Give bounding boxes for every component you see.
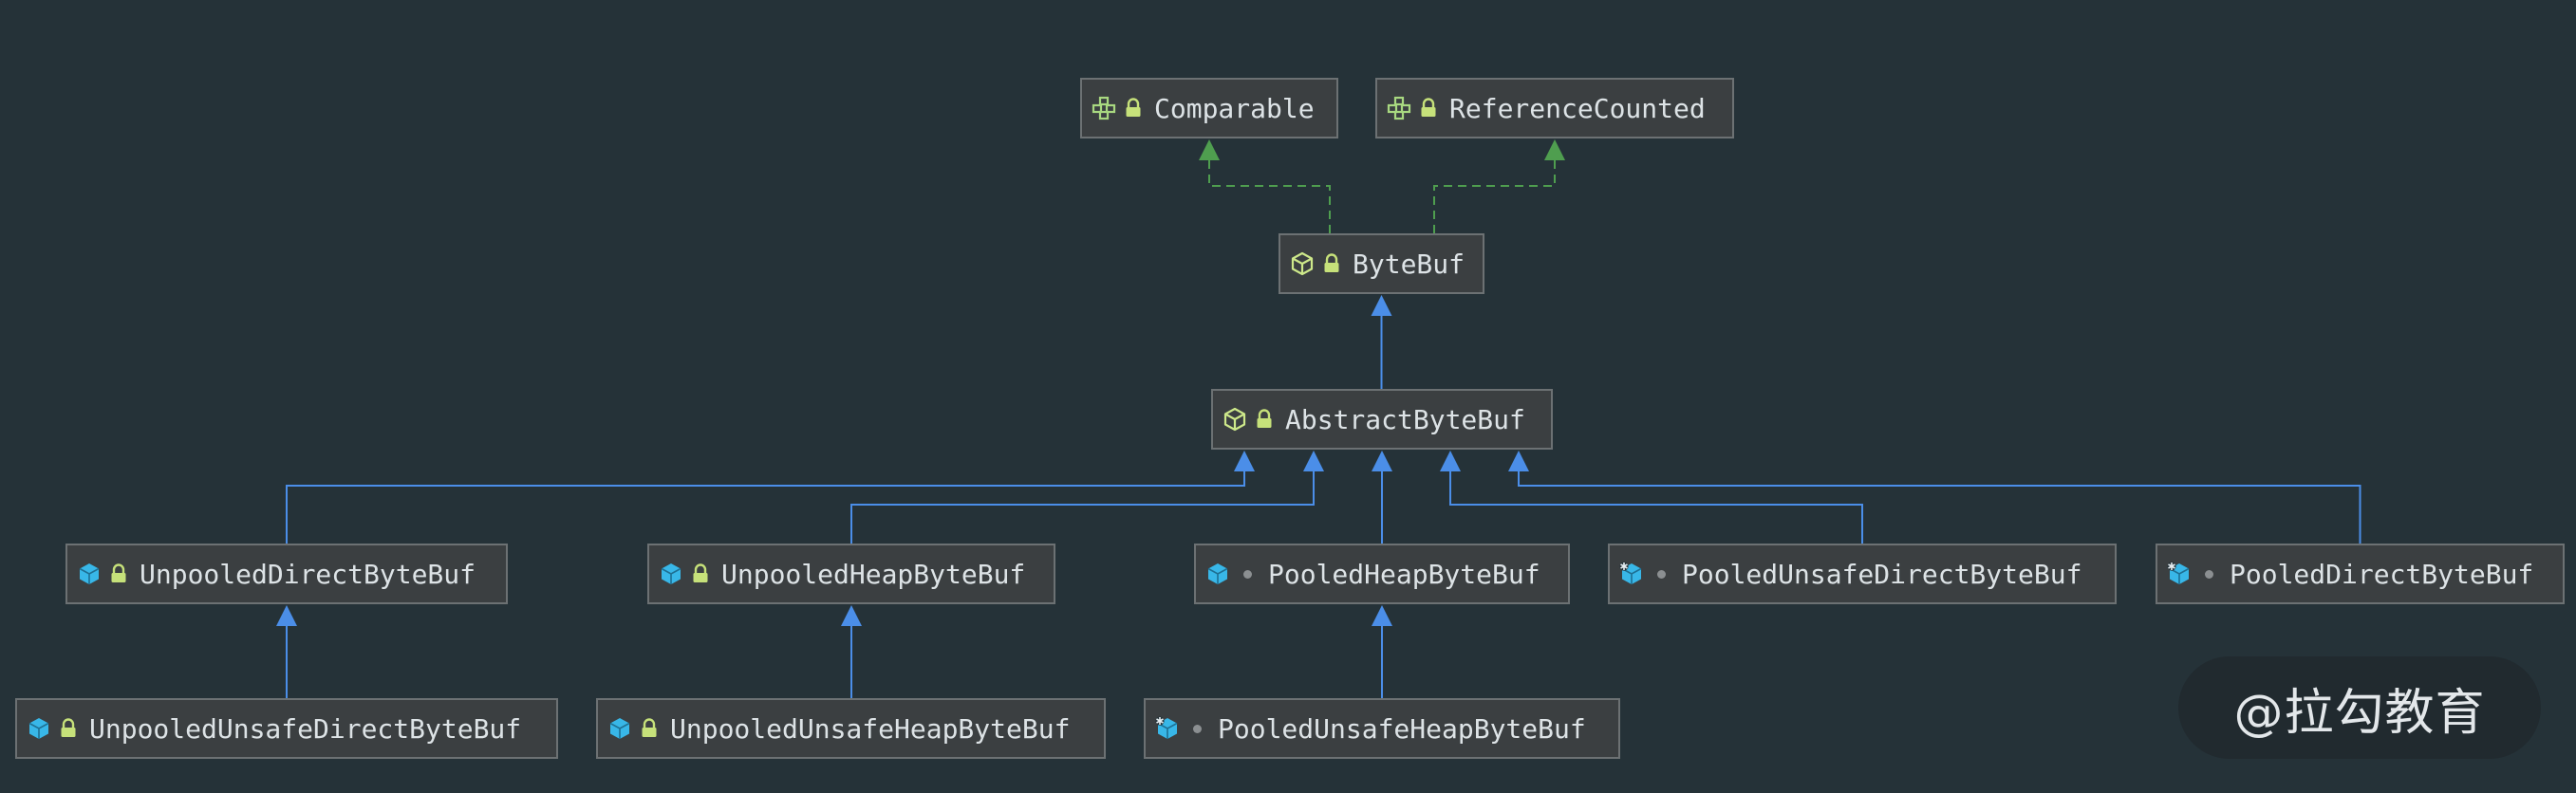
edge-bytebuf-to-referencecounted xyxy=(1433,139,1565,233)
node-pooledunsafedirectbytebuf[interactable]: PooledUnsafeDirectByteBuf xyxy=(1608,544,2117,604)
lock-icon xyxy=(642,718,657,737)
lock-icon xyxy=(1257,409,1272,428)
class-icon xyxy=(79,563,100,584)
node-label: PooledHeapByteBuf xyxy=(1268,558,1540,590)
lock-icon xyxy=(693,563,708,582)
node-label: UnpooledUnsafeDirectByteBuf xyxy=(89,712,522,745)
lock-icon xyxy=(1126,98,1141,117)
node-pooledunsafeheapbytebuf[interactable]: PooledUnsafeHeapByteBuf xyxy=(1144,698,1620,759)
lock-icon xyxy=(1421,98,1436,117)
node-pooleddirectbytebuf[interactable]: PooledDirectByteBuf xyxy=(2156,544,2565,604)
package-private-icon xyxy=(2199,563,2218,584)
interface-icon xyxy=(1092,96,1116,120)
node-pooledheapbytebuf[interactable]: PooledHeapByteBuf xyxy=(1194,544,1570,604)
edge-unpooleddirectbytebuf-to-abstractbytebuf xyxy=(286,451,1255,544)
final-class-icon xyxy=(2167,562,2190,584)
node-unpooledunsafeheapbytebuf[interactable]: UnpooledUnsafeHeapByteBuf xyxy=(596,698,1106,759)
class-icon xyxy=(661,563,681,584)
arrowhead xyxy=(841,605,862,626)
arrowhead xyxy=(1440,451,1461,471)
node-unpooleddirectbytebuf[interactable]: UnpooledDirectByteBuf xyxy=(65,544,508,604)
node-label: UnpooledDirectByteBuf xyxy=(140,558,476,590)
edge-unpooledunsafedirectbytebuf-to-unpooleddirectbytebuf xyxy=(276,605,297,698)
node-unpooledunsafedirectbytebuf[interactable]: UnpooledUnsafeDirectByteBuf xyxy=(15,698,558,759)
node-label: AbstractByteBuf xyxy=(1285,403,1525,435)
node-label: ReferenceCounted xyxy=(1449,92,1706,124)
watermark: @拉勾教育 xyxy=(2178,656,2541,759)
edge-bytebuf-to-comparable xyxy=(1199,139,1331,233)
arrowhead xyxy=(1372,451,1392,471)
node-unpooledheapbytebuf[interactable]: UnpooledHeapByteBuf xyxy=(647,544,1055,604)
arrowhead xyxy=(1508,451,1529,471)
lock-icon xyxy=(1324,253,1339,272)
class-icon xyxy=(609,718,630,739)
edge-unpooledheapbytebuf-to-abstractbytebuf xyxy=(850,451,1324,544)
arrowhead xyxy=(276,605,297,626)
lock-icon xyxy=(111,563,126,582)
node-comparable[interactable]: Comparable xyxy=(1080,78,1338,138)
abstract-class-icon xyxy=(1223,407,1246,432)
arrowhead xyxy=(1199,139,1220,160)
edge-pooledunsafeheapbytebuf-to-pooledheapbytebuf xyxy=(1372,605,1392,698)
arrowhead xyxy=(1234,451,1255,471)
package-private-icon xyxy=(1187,718,1206,739)
edge-abstractbytebuf-to-bytebuf xyxy=(1371,295,1392,389)
package-private-icon xyxy=(1238,563,1257,584)
edge-pooledheapbytebuf-to-abstractbytebuf xyxy=(1372,451,1392,544)
node-label: PooledDirectByteBuf xyxy=(2230,558,2534,590)
package-private-icon xyxy=(1652,563,1671,584)
node-label: PooledUnsafeDirectByteBuf xyxy=(1682,558,2082,590)
arrowhead xyxy=(1372,605,1392,626)
node-bytebuf[interactable]: ByteBuf xyxy=(1279,233,1484,294)
edge-pooleddirectbytebuf-to-abstractbytebuf xyxy=(1508,451,2361,544)
interface-icon xyxy=(1387,96,1411,120)
arrowhead xyxy=(1544,139,1565,160)
final-class-icon xyxy=(1619,562,1642,584)
lock-icon xyxy=(61,718,76,737)
final-class-icon xyxy=(1155,716,1178,739)
arrowhead xyxy=(1303,451,1324,471)
class-icon xyxy=(1207,563,1228,584)
class-icon xyxy=(28,718,49,739)
abstract-class-icon xyxy=(1291,251,1314,276)
node-label: ByteBuf xyxy=(1353,248,1465,280)
edge-pooledunsafedirectbytebuf-to-abstractbytebuf xyxy=(1440,451,1863,544)
edge-unpooledunsafeheapbytebuf-to-unpooledheapbytebuf xyxy=(841,605,862,698)
node-label: UnpooledHeapByteBuf xyxy=(721,558,1026,590)
node-label: Comparable xyxy=(1154,92,1315,124)
node-label: PooledUnsafeHeapByteBuf xyxy=(1218,712,1586,745)
node-abstractbytebuf[interactable]: AbstractByteBuf xyxy=(1211,389,1553,450)
node-referencecounted[interactable]: ReferenceCounted xyxy=(1375,78,1734,138)
node-label: UnpooledUnsafeHeapByteBuf xyxy=(670,712,1071,745)
arrowhead xyxy=(1371,295,1392,316)
